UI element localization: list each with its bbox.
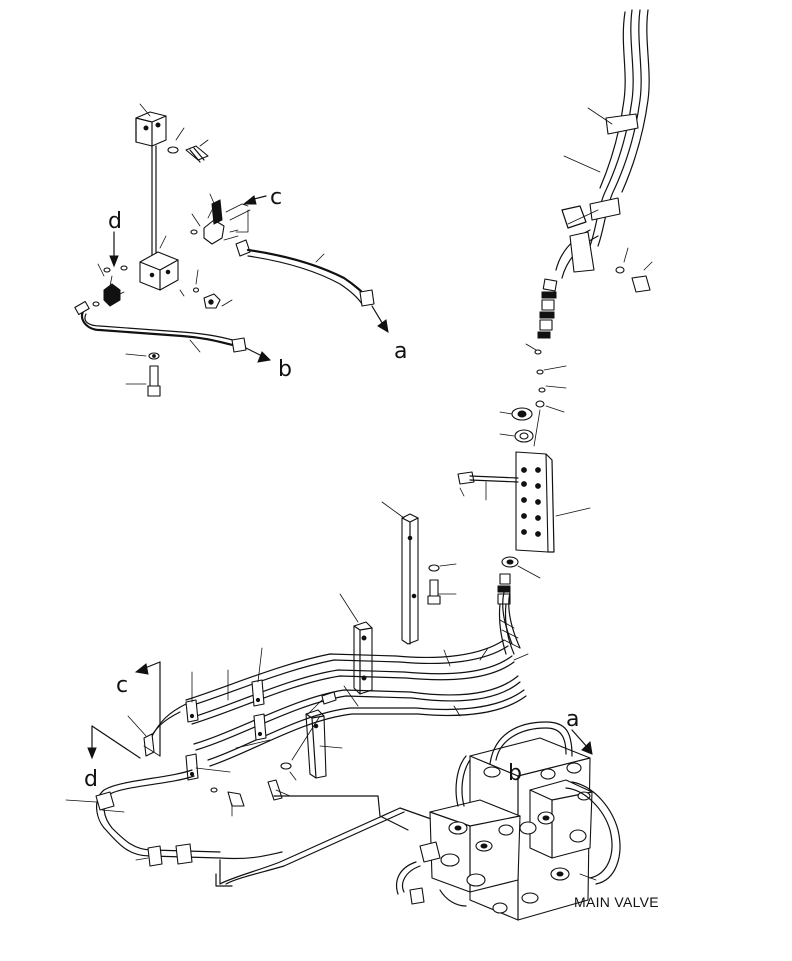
arrow-c-top: c <box>225 185 282 233</box>
arrow-a-bottom: a <box>566 707 593 755</box>
main-valve-label: MAIN VALVE <box>574 894 659 910</box>
arrow-c-bottom: c <box>116 661 161 757</box>
arrow-d-bottom: d <box>84 725 141 792</box>
callout-c-bottom: c <box>116 673 128 698</box>
main-valve <box>395 721 621 921</box>
fittings-right <box>179 269 233 309</box>
callout-c-top: c <box>270 185 282 210</box>
hole-plate <box>457 451 591 655</box>
washer-bolt-top <box>167 127 209 163</box>
callout-a-bottom: a <box>566 707 579 732</box>
callout-d-bottom: d <box>84 767 98 792</box>
fittings-left <box>92 263 128 307</box>
callout-d-top: d <box>108 209 122 234</box>
arrow-b: b <box>245 347 292 382</box>
top-left-assembly: b a <box>74 103 407 397</box>
tube-to-b <box>74 300 247 353</box>
callout-b-valve: b <box>508 761 522 786</box>
mount-bracket-top <box>135 103 167 147</box>
fitting-chain <box>537 278 558 339</box>
washer-bolt-lower <box>125 352 161 397</box>
tall-bracket-right <box>381 501 457 645</box>
arrow-a-top: a <box>371 305 407 364</box>
hose-to-a <box>223 229 375 307</box>
elbow-fitting-top <box>190 193 225 245</box>
left-tube-loop <box>65 703 435 887</box>
left-hose-clamps <box>185 647 271 817</box>
distribution-block <box>139 235 179 291</box>
callout-a-top: a <box>394 339 407 364</box>
hose-bundle <box>185 591 529 767</box>
top-right-harness <box>499 9 653 447</box>
callout-b-top: b <box>278 357 292 382</box>
clamp-block <box>339 593 373 695</box>
arrow-d-top: d <box>108 209 122 268</box>
lower-bracket <box>267 709 343 801</box>
